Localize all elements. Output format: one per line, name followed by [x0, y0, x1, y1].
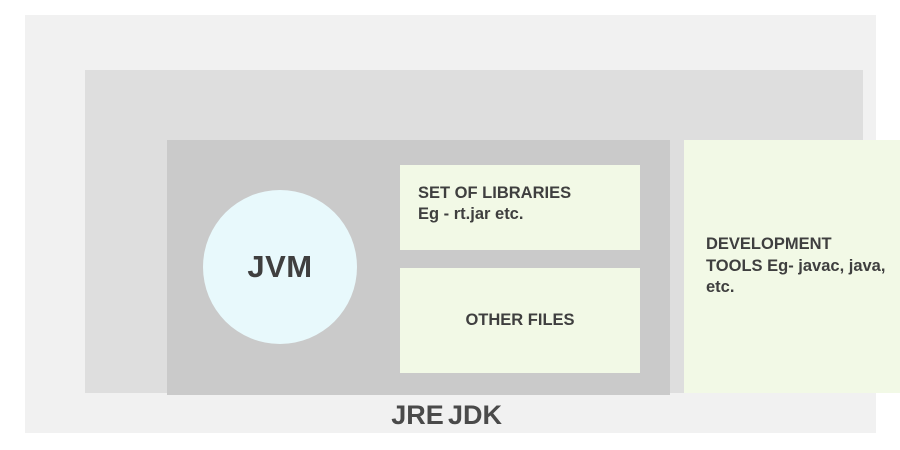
libraries-line-2: Eg - rt.jar etc.	[418, 205, 524, 224]
development-tools-text: DEVELOPMENT TOOLS Eg- javac, java, etc.	[706, 234, 886, 297]
set-of-libraries-box: SET OF LIBRARIES Eg - rt.jar etc.	[400, 165, 640, 250]
jre-container: JVM SET OF LIBRARIES Eg - rt.jar etc. OT…	[85, 70, 900, 430]
jdk-label: JDK	[447, 400, 502, 430]
development-tools-box: DEVELOPMENT TOOLS Eg- javac, java, etc.	[684, 140, 900, 393]
jvm-label: JVM	[247, 249, 313, 284]
libraries-text: SET OF LIBRARIES Eg - rt.jar etc.	[418, 183, 622, 226]
other-files-label: OTHER FILES	[465, 310, 575, 329]
jdk-container: JVM SET OF LIBRARIES Eg - rt.jar etc. OT…	[25, 15, 900, 433]
jre-label: JRE	[391, 400, 444, 430]
jvm-circle: JVM	[203, 190, 357, 344]
libraries-line-1: SET OF LIBRARIES	[418, 184, 572, 202]
other-files-box: OTHER FILES	[400, 268, 640, 373]
